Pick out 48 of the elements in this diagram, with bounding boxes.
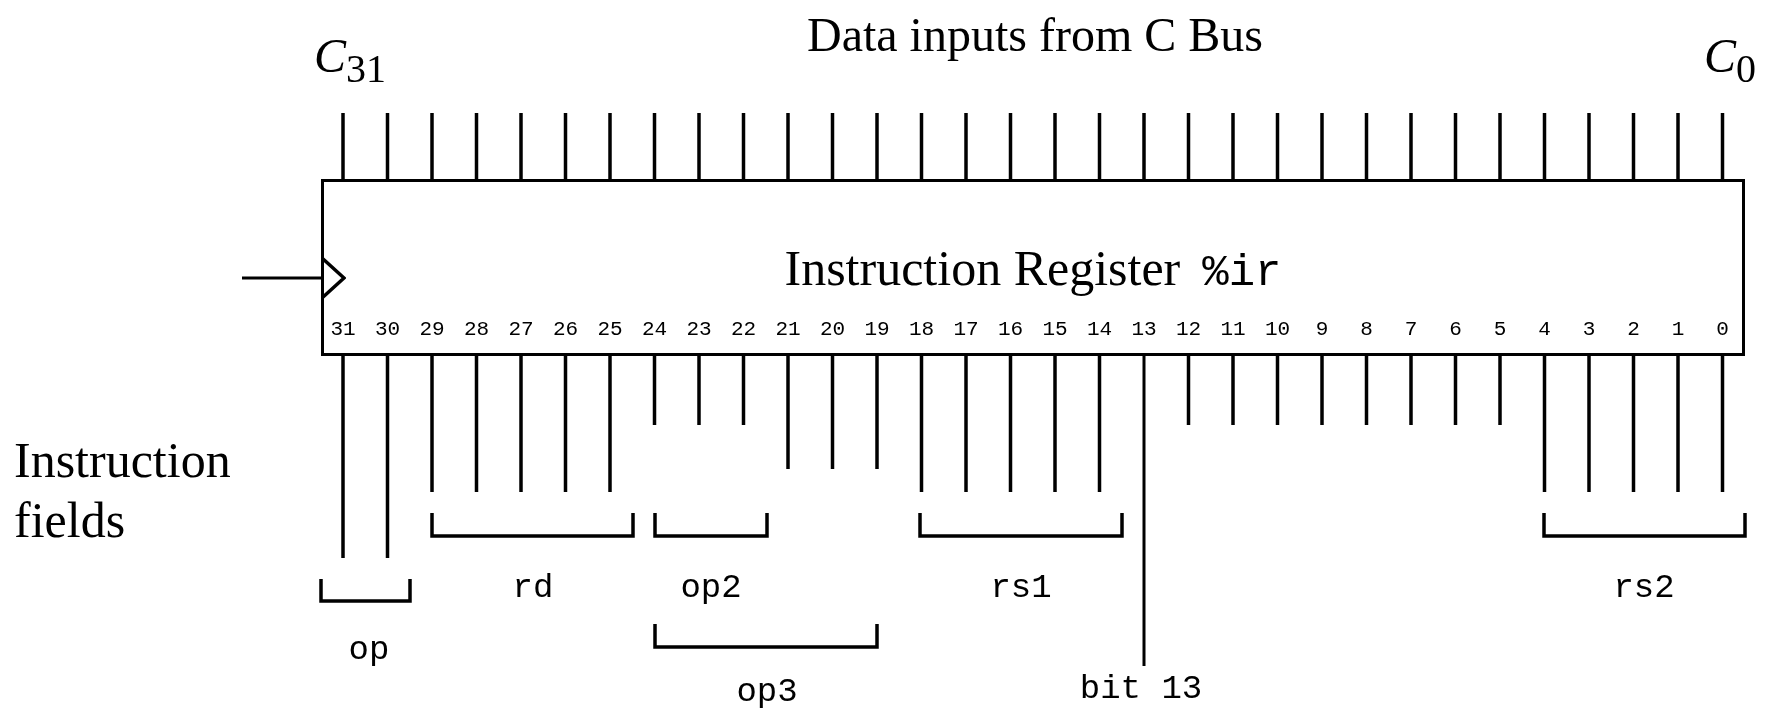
bit-number: 24 (641, 317, 668, 341)
bit-number: 1 (1671, 317, 1685, 341)
bit-number: 18 (908, 317, 935, 341)
signal-label: bit 13 (1079, 670, 1203, 708)
bus-bit-label: C$_{0}$ (1704, 27, 1756, 93)
field-name: op (348, 631, 390, 669)
field-name: op3 (736, 673, 798, 711)
bit-number: 13 (1131, 317, 1157, 341)
bit-number: 15 (1042, 317, 1068, 341)
field-name: op2 (680, 569, 742, 607)
field-name: rs2 (1613, 569, 1675, 607)
register-box (321, 179, 1745, 356)
bit-number: 4 (1538, 317, 1551, 341)
bit-number: 6 (1449, 317, 1462, 341)
bit-number: 8 (1360, 317, 1373, 341)
bit-number: 26 (552, 317, 579, 341)
bit-number: 16 (997, 317, 1024, 341)
bit-number: 3 (1582, 317, 1596, 341)
bit-number: 29 (419, 317, 445, 341)
bit-number: 31 (330, 317, 356, 341)
bit-number: 23 (686, 317, 712, 341)
bit-number: 14 (1086, 317, 1113, 341)
bit-number: 7 (1404, 317, 1418, 341)
bit-number: 30 (374, 317, 401, 341)
side-label: Instruction fields (14, 431, 232, 550)
register-id: %ir (1202, 248, 1282, 298)
bit-number: 10 (1264, 317, 1291, 341)
clock-line (242, 256, 346, 300)
field-name: rs1 (990, 569, 1052, 607)
bit-number: 22 (730, 317, 757, 341)
bus-bit-label: C$_{31}$ (314, 27, 386, 93)
bit-number: 12 (1175, 317, 1202, 341)
bit-number: 20 (819, 317, 846, 341)
bit-number: 28 (463, 317, 490, 341)
bit-number: 25 (597, 317, 623, 341)
title: Data inputs from C Bus (807, 6, 1263, 62)
register-name: Instruction Register (784, 239, 1181, 297)
field-name: rd (512, 569, 554, 607)
bit-number: 11 (1220, 317, 1246, 341)
bit-number: 5 (1493, 317, 1507, 341)
bit-number: 2 (1627, 317, 1640, 341)
bit-number: 21 (775, 317, 801, 341)
signal-line (1142, 356, 1146, 666)
bit-number: 27 (508, 317, 534, 341)
bit-number: 9 (1315, 317, 1329, 341)
bit-number: 17 (953, 317, 979, 341)
bit-number: 0 (1716, 317, 1729, 341)
bit-number: 19 (864, 317, 890, 341)
